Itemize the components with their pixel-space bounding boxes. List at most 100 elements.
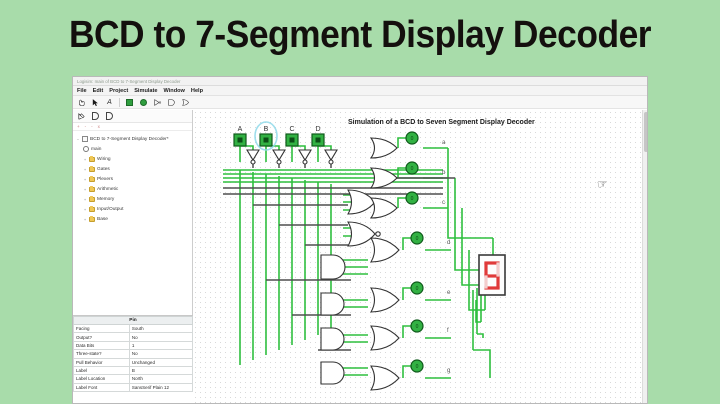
property-value[interactable]: SansSerif Plain 12 [128, 382, 193, 393]
explorer-dot-2[interactable]: - [84, 124, 87, 129]
properties-panel: Pin Facing South Output? No Data Bits 1 … [73, 315, 193, 403]
menu-item-window[interactable]: Window [163, 87, 185, 94]
tree-item-label: Wiring [97, 156, 111, 162]
property-value[interactable]: No [128, 332, 193, 342]
or-gate-icon[interactable] [181, 98, 190, 107]
properties-table: Pin Facing South Output? No Data Bits 1 … [73, 316, 193, 393]
svg-text:0: 0 [411, 196, 414, 202]
svg-text:b: b [442, 170, 446, 176]
tree-item-label: Input/Output [97, 206, 124, 212]
svg-text:e: e [447, 290, 451, 296]
property-key: Data Bits [73, 340, 130, 351]
tree-item-label: Plexers [97, 176, 113, 182]
explorer-dot-1[interactable]: + [77, 124, 80, 129]
tree-item-label: Arithmetic [97, 186, 119, 192]
property-value[interactable]: South [128, 323, 193, 334]
not-gate-icon[interactable] [153, 98, 162, 107]
project-tree: − BCD to 7-Segment Display Decoder* main… [73, 131, 192, 224]
svg-text:B: B [264, 126, 269, 133]
property-value[interactable]: Unchanged [128, 357, 193, 367]
tree-expander-icon[interactable]: − [76, 136, 80, 142]
scrollbar-thumb[interactable] [643, 112, 647, 152]
menu-item-help[interactable]: Help [190, 87, 204, 94]
svg-text:0: 0 [416, 286, 419, 292]
tree-expander-icon[interactable]: + [83, 176, 87, 182]
table-row[interactable]: Output? No [73, 332, 193, 342]
seven-segment-display[interactable] [478, 254, 506, 296]
table-row[interactable]: Label B [73, 365, 193, 376]
hand-poke-cursor: ☞ [596, 176, 609, 192]
tree-item-plexers[interactable]: + Plexers [76, 174, 192, 184]
property-value[interactable]: B [128, 365, 193, 376]
and-gate-icon[interactable] [167, 98, 176, 107]
logic-gates[interactable] [320, 137, 400, 391]
table-row[interactable]: Pull Behavior Unchanged [73, 357, 193, 367]
svg-text:d: d [447, 240, 450, 246]
output-pin-icon[interactable] [139, 98, 148, 107]
tree-item-gates[interactable]: + Gates [76, 164, 192, 174]
svg-text:C: C [289, 126, 294, 133]
input-pins[interactable] [233, 121, 325, 151]
wires-low [223, 162, 455, 351]
property-key: Three-state? [73, 349, 130, 359]
folder-icon [89, 176, 95, 182]
table-row[interactable]: Label Font SansSerif Plain 12 [73, 382, 193, 393]
main-toolbar: A [73, 96, 647, 109]
toolbar-separator [119, 97, 120, 107]
circuit-canvas[interactable]: Simulation of a BCD to Seven Segment Dis… [193, 110, 648, 404]
poke-tool-icon[interactable] [77, 98, 86, 107]
tree-expander-icon[interactable]: + [83, 216, 87, 222]
menu-item-simulate[interactable]: Simulate [134, 87, 158, 94]
property-value[interactable]: No [128, 349, 193, 359]
tree-expander-icon[interactable]: + [83, 166, 87, 172]
menu-item-edit[interactable]: Edit [92, 87, 104, 94]
property-key: Label Font [73, 382, 130, 393]
tree-item-main[interactable]: main [76, 144, 192, 154]
explorer-dot-4[interactable]: x [97, 124, 100, 129]
tree-item-arithmetic[interactable]: + Arithmetic [76, 184, 192, 194]
tree-expander-icon[interactable]: + [83, 156, 87, 162]
page-title: BCD to 7-Segment Display Decoder [68, 14, 652, 56]
tree-item-memory[interactable]: + Memory [76, 194, 192, 204]
add-circuit-icon[interactable] [91, 112, 100, 121]
canvas-title-text: Simulation of a BCD to Seven Segment Dis… [348, 119, 535, 126]
table-row[interactable]: Three-state? No [73, 349, 193, 359]
tree-expander-icon[interactable]: + [83, 206, 87, 212]
svg-text:c: c [442, 200, 445, 206]
logisim-window: Logisim: main of BCD to 7-Segment Displa… [72, 76, 648, 404]
tree-item-project[interactable]: − BCD to 7-Segment Display Decoder* [76, 134, 192, 144]
edit-tool-icon[interactable] [77, 112, 86, 121]
tree-item-wiring[interactable]: + Wiring [76, 154, 192, 164]
menu-item-project[interactable]: Project [109, 87, 129, 94]
menu-item-file[interactable]: File [77, 87, 87, 94]
property-key: Facing [73, 323, 130, 334]
tree-item-base[interactable]: + Base [76, 214, 192, 224]
explorer-dot-3[interactable]: - [91, 124, 93, 129]
svg-text:0: 0 [416, 236, 419, 242]
canvas-vertical-scrollbar[interactable] [642, 110, 647, 403]
tree-expander-icon[interactable]: + [83, 186, 87, 192]
table-row[interactable]: Data Bits 1 [73, 340, 193, 351]
menu-bar: File Edit Project Simulate Window Help [73, 86, 647, 96]
circuit-icon [83, 146, 89, 152]
folder-icon [89, 166, 95, 172]
property-value[interactable]: 1 [128, 340, 193, 351]
property-value[interactable]: North [128, 374, 193, 384]
select-tool-icon[interactable] [91, 98, 100, 107]
property-key: Label [73, 365, 130, 376]
tree-item-label: main [91, 146, 102, 152]
table-row[interactable]: Label Location North [73, 374, 193, 384]
table-row[interactable]: Facing South [73, 323, 193, 334]
not-gates[interactable] [246, 149, 338, 165]
tree-item-input-output[interactable]: + Input/Output [76, 204, 192, 214]
svg-text:0: 0 [416, 364, 419, 370]
text-tool-icon[interactable]: A [107, 98, 112, 106]
delete-circuit-icon[interactable] [105, 112, 114, 121]
input-pin-icon[interactable] [125, 98, 134, 107]
tree-expander-icon[interactable]: + [83, 196, 87, 202]
folder-icon [89, 186, 95, 192]
